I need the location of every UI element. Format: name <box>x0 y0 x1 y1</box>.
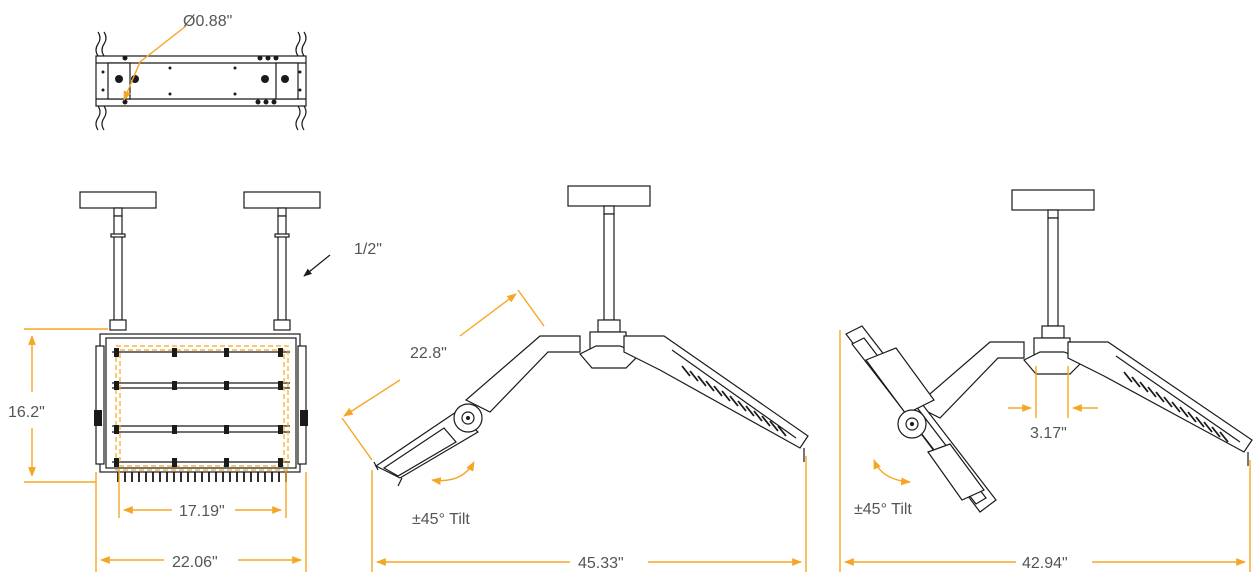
span-b-dimension: 42.94" <box>839 330 1251 572</box>
front-view <box>79 191 321 482</box>
height-dimension: 16.2" <box>8 328 108 483</box>
top-view <box>95 31 307 131</box>
hole-diameter-label: Ø0.88" <box>183 13 232 30</box>
span-b-label: 42.94" <box>1022 555 1068 572</box>
clip-row-3 <box>114 425 283 434</box>
inner-width-label: 17.19" <box>179 503 225 520</box>
clip-row-4 <box>114 458 283 467</box>
tilt-b-indicator: ±45° Tilt <box>854 459 912 518</box>
clip-row-2 <box>114 381 283 390</box>
vent-slots-a <box>681 365 787 437</box>
tilt-a-indicator: ±45° Tilt <box>412 461 475 528</box>
side-view-b <box>845 189 1253 513</box>
pipe-size-label: 1/2" <box>354 241 382 258</box>
arm-length-dimension: 22.8" <box>341 289 545 461</box>
tilt-a-label: ±45° Tilt <box>412 511 470 528</box>
inner-width-dimension: 17.19" <box>118 470 287 520</box>
vent-slots-b <box>1123 371 1229 443</box>
arm-length-label: 22.8" <box>410 345 447 362</box>
height-label: 16.2" <box>8 404 45 421</box>
clip-row-1 <box>114 348 283 357</box>
side-view-a <box>373 185 809 487</box>
pipe-size-callout: 1/2" <box>303 241 382 277</box>
outer-width-dimension: 22.06" <box>95 472 307 572</box>
mount-width-dimension: 3.17" <box>1008 366 1098 442</box>
tilt-b-label: ±45° Tilt <box>854 501 912 518</box>
mount-width-label: 3.17" <box>1030 425 1067 442</box>
hole-diameter-dimension: Ø0.88" <box>123 13 232 101</box>
span-a-label: 45.33" <box>578 555 624 572</box>
span-a-dimension: 45.33" <box>371 456 807 572</box>
outer-width-label: 22.06" <box>172 554 218 571</box>
